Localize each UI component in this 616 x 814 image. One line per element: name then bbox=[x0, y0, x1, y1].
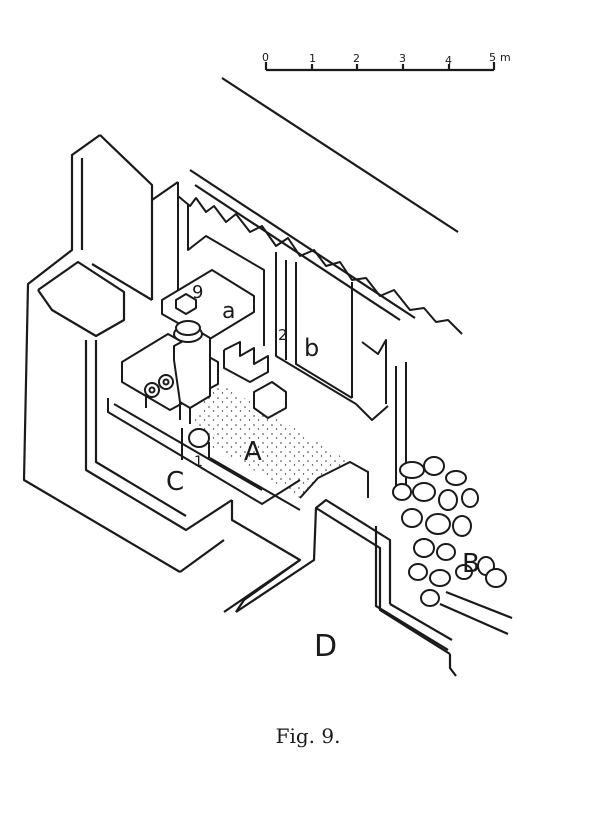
scale-tick-0: 0 bbox=[262, 51, 269, 64]
scale-unit: m bbox=[500, 51, 511, 64]
label-number-9: 9 bbox=[192, 282, 203, 303]
label-number-2: 2 bbox=[278, 326, 288, 344]
room-a-floor bbox=[190, 380, 350, 498]
scale-tick-4: 4 bbox=[445, 54, 452, 67]
room-d-walls bbox=[235, 498, 513, 677]
scale-tick-3: 3 bbox=[399, 52, 406, 65]
scale-tick-2: 2 bbox=[353, 52, 360, 65]
back-wall bbox=[177, 182, 463, 490]
label-room-a: A bbox=[244, 437, 262, 467]
figure-caption: Fig. 9. bbox=[275, 724, 341, 748]
scale-tick-1: 1 bbox=[309, 52, 316, 65]
outer-walls bbox=[22, 77, 459, 613]
bench-edge bbox=[107, 398, 369, 511]
label-number-1: 1 bbox=[194, 454, 203, 470]
scale-tick-5: 5 bbox=[489, 51, 496, 64]
label-room-b: B bbox=[462, 549, 480, 579]
label-room-small-a: a bbox=[222, 299, 235, 324]
label-room-d: D bbox=[314, 629, 337, 664]
label-room-small-b: b bbox=[304, 334, 319, 362]
stone-fill-b bbox=[392, 456, 507, 607]
room-a-structures bbox=[121, 269, 287, 460]
scale-bar bbox=[264, 62, 496, 72]
label-room-c: C bbox=[166, 467, 184, 497]
